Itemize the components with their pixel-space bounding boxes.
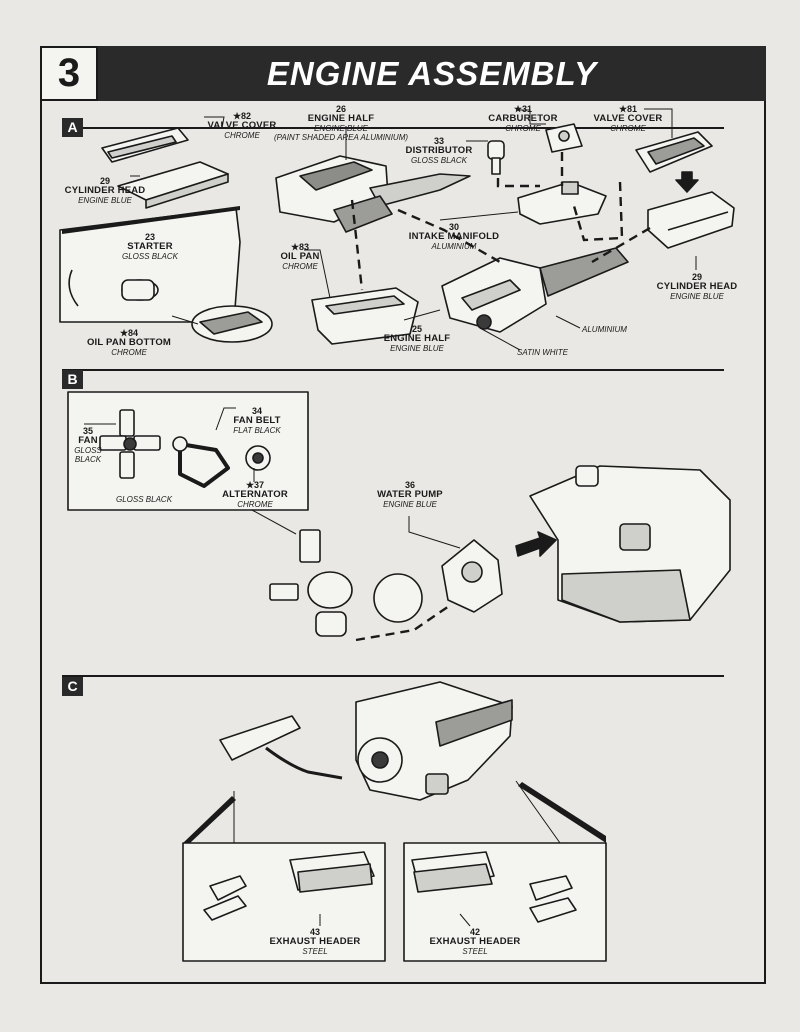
label-distributor-33: 33 DISTRIBUTOR GLOSS BLACK [405,136,473,165]
note-satin-white: SATIN WHITE [517,348,568,357]
starter-23-inset [59,207,241,323]
oil-pan-83-drawing [311,287,419,345]
section-a-badge: A [62,118,83,137]
label-oil-pan-83: ★83 OIL PAN CHROME [280,242,320,271]
dashed-guide-manifold [572,181,624,242]
label-exhaust-header-43: 43 EXHAUST HEADER STEEL [269,927,361,956]
section-c-badge: C [62,677,83,696]
engine-half-25-drawing [441,247,629,333]
label-cylinder-head-29-left: 29 CYLINDER HEAD ENGINE BLUE [64,176,146,205]
dashed-guide-pump [355,603,453,642]
label-engine-half-25: 25 ENGINE HALF ENGINE BLUE [383,324,451,353]
dashed-guide-head [591,226,651,264]
section-b-badge: B [62,370,83,389]
note-gloss-black: GLOSS BLACK [116,495,173,504]
page-title: ENGINE ASSEMBLY [266,55,598,92]
valve-cover-81-drawing [635,131,713,173]
fan-belt-34-drawing [172,436,230,488]
dashed-guide-oilpan [350,199,364,291]
header-bar [40,46,766,101]
engine-block-front-drawing [529,465,731,623]
valve-cover-82-drawing [101,127,189,163]
intake-manifold-30-drawing [517,181,607,225]
label-fan-belt-34: 34 FAN BELT FLAT BLACK [233,406,281,435]
section-b-divider [62,369,724,371]
section-a-divider [62,127,724,129]
note-aluminium: ALUMINIUM [582,325,627,334]
label-intake-manifold-30: 30 INTAKE MANIFOLD ALUMINIUM [408,222,500,251]
fan-pulley-assembly-drawing [269,529,423,637]
label-valve-cover-82: ★82 VALVE COVER CHROME [207,111,277,140]
insert-arrow-right [515,531,557,557]
cylinder-head-29-right-drawing [647,191,735,249]
cylinder-head-29-left-drawing [117,161,229,209]
alternator-37-drawing [245,445,271,471]
label-oil-pan-bottom-84: ★84 OIL PAN BOTTOM CHROME [86,328,172,357]
engine-complete-drawing [355,681,513,801]
assembly-arrow-down [675,171,699,193]
exhaust-header-loose-drawing [219,715,343,780]
label-alternator-37: ★37 ALTERNATOR CHROME [222,480,288,509]
section-c-divider [62,675,724,677]
label-engine-half-26: 26 ENGINE HALF ENGINE BLUE (PAINT SHADED… [273,104,409,142]
distributor-33-drawing [487,140,505,175]
label-valve-cover-81: ★81 VALVE COVER CHROME [593,104,663,133]
label-exhaust-header-42: 42 EXHAUST HEADER STEEL [429,927,521,956]
label-water-pump-36: 36 WATER PUMP ENGINE BLUE [377,480,443,509]
engine-half-26-drawing [275,155,471,233]
exhaust-43-inset [182,842,386,962]
label-cylinder-head-29-right: 29 CYLINDER HEAD ENGINE BLUE [656,272,738,301]
dashed-guide-distributor [496,178,540,188]
oil-pan-bottom-84-inset [191,305,273,343]
label-fan-35: 35 FAN GLOSS BLACK [74,426,102,464]
water-pump-36-drawing [441,539,503,613]
label-carburetor-31: ★31 CARBURETOR CHROME [488,104,558,133]
dashed-guide-engine [397,208,501,264]
label-starter-23: 23 STARTER GLOSS BLACK [121,232,179,261]
step-number: 3 [40,46,98,101]
carburetor-31-drawing [545,123,583,153]
fan-35-drawing [99,409,161,479]
exhaust-42-inset [403,842,607,962]
